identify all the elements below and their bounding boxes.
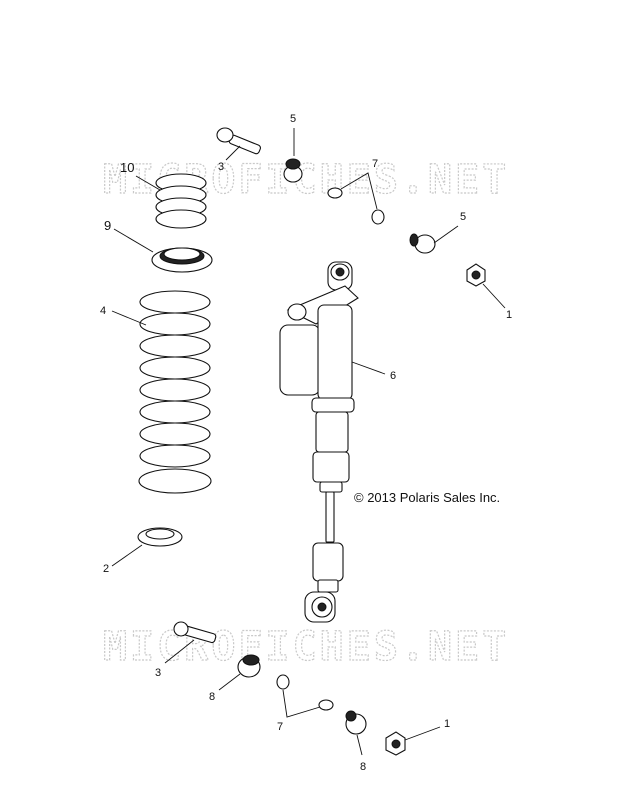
leader-4 bbox=[111, 310, 147, 326]
leader-3-top bbox=[225, 145, 241, 161]
watermark-bottom: MICROFICHES.NET bbox=[103, 624, 509, 670]
leader-1-right bbox=[482, 283, 506, 309]
callout-1-right: 1 bbox=[506, 309, 512, 321]
callout-10: 10 bbox=[120, 160, 134, 175]
part-2-retainer-clip[interactable] bbox=[137, 527, 183, 547]
leader-3-bottom bbox=[164, 639, 195, 664]
callout-3-top: 3 bbox=[218, 161, 224, 173]
part-8-bushing-right[interactable] bbox=[345, 710, 367, 735]
leader-10 bbox=[135, 175, 161, 191]
part-6-shock-absorber[interactable] bbox=[279, 261, 359, 623]
part-3-bolt-bottom[interactable] bbox=[173, 621, 217, 644]
callout-5-right: 5 bbox=[460, 211, 466, 223]
callout-7-top: 7 bbox=[372, 158, 378, 170]
part-1-nut-bottom[interactable] bbox=[385, 731, 406, 756]
callout-3-bottom: 3 bbox=[155, 667, 161, 679]
part-1-nut-right[interactable] bbox=[466, 263, 486, 287]
leader-1-bottom bbox=[404, 726, 441, 741]
callout-8-left: 8 bbox=[209, 691, 215, 703]
callout-7-bottom: 7 bbox=[277, 721, 283, 733]
leader-6 bbox=[351, 361, 386, 375]
callout-2: 2 bbox=[103, 563, 109, 575]
leader-7-bottom bbox=[282, 689, 321, 718]
leader-8-right bbox=[356, 734, 363, 756]
callout-9: 9 bbox=[104, 218, 111, 233]
leader-7-top bbox=[340, 172, 378, 210]
part-7-orings-top[interactable] bbox=[327, 187, 385, 225]
part-5-bushing-top[interactable] bbox=[283, 158, 303, 183]
copyright-notice: © 2013 Polaris Sales Inc. bbox=[354, 490, 500, 505]
callout-8-right: 8 bbox=[360, 761, 366, 773]
part-8-bushing-left[interactable] bbox=[237, 654, 261, 678]
part-10-small-spring[interactable] bbox=[155, 173, 207, 229]
leader-5-right bbox=[433, 225, 459, 244]
callout-4: 4 bbox=[100, 305, 106, 317]
part-4-main-spring[interactable] bbox=[138, 290, 212, 494]
part-3-bolt-top[interactable] bbox=[216, 127, 261, 155]
callout-1-bottom: 1 bbox=[444, 718, 450, 730]
leader-2 bbox=[111, 544, 143, 567]
part-7-orings-bottom[interactable] bbox=[276, 674, 334, 711]
callout-5-top: 5 bbox=[290, 113, 296, 125]
part-9-spring-seat[interactable] bbox=[151, 247, 213, 273]
part-5-bushing-right[interactable] bbox=[409, 233, 436, 254]
callout-6: 6 bbox=[390, 370, 396, 382]
leader-9 bbox=[113, 228, 154, 253]
leader-8-left bbox=[218, 673, 241, 691]
